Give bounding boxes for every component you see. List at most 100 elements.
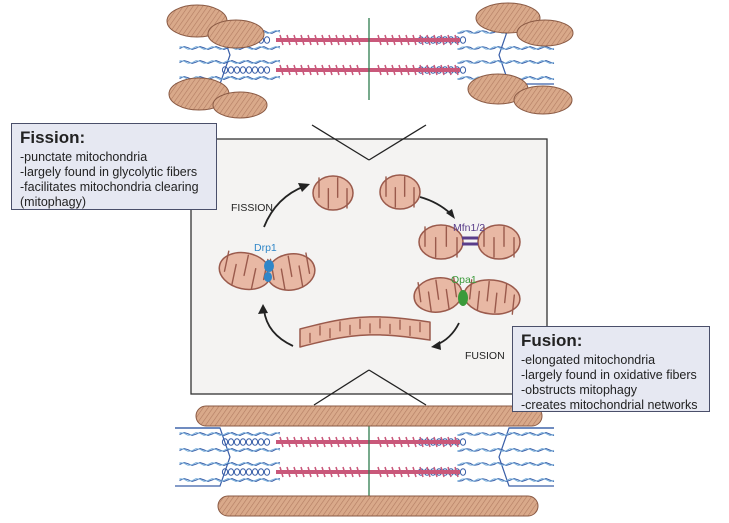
myosin-head [293, 64, 298, 76]
myosin-head [391, 436, 396, 448]
myosin-head [426, 34, 431, 46]
myosin-head [307, 466, 312, 478]
titin-coil [233, 468, 241, 476]
fusion-arrowhead [431, 341, 441, 350]
myosin-head [356, 466, 361, 478]
thin-filament [179, 477, 281, 483]
punctate-mitochondrion [207, 19, 265, 49]
panel-mitochondria [218, 174, 521, 348]
fission-title: Fission: [20, 128, 86, 147]
myosin-head [356, 436, 361, 448]
myosin-head [300, 34, 305, 46]
myosin-head [349, 436, 354, 448]
myosin-head [293, 436, 298, 448]
myosin-head [314, 64, 319, 76]
titin-coil [459, 438, 467, 446]
titin-coil [245, 66, 253, 74]
myosin-head [440, 466, 445, 478]
myosin-head [279, 466, 284, 478]
myosin-head [377, 64, 382, 76]
thin-filament [457, 60, 555, 65]
myosin-head [384, 34, 389, 46]
myosin-head [321, 34, 326, 46]
myosin-head [328, 466, 333, 478]
thin-filament [457, 448, 555, 453]
myosin-head [405, 466, 410, 478]
thin-filament [179, 59, 281, 65]
myosin-head [349, 64, 354, 76]
myosin-head [307, 64, 312, 76]
myosin-head [405, 34, 410, 46]
titin-coil [459, 36, 467, 44]
myosin-head [328, 436, 333, 448]
myosin-head [300, 64, 305, 76]
myosin-head [426, 466, 431, 478]
myosin-head [419, 64, 424, 76]
titin-coil [227, 468, 235, 476]
myosin-head [377, 436, 382, 448]
myosin-head [328, 64, 333, 76]
myosin-head [342, 34, 347, 46]
thin-filament [179, 59, 281, 65]
myosin-head [293, 34, 298, 46]
myosin-head [426, 64, 431, 76]
mitochondrion [266, 252, 316, 291]
myosin-head [447, 436, 452, 448]
myosin-head [335, 64, 340, 76]
myosin-head [279, 436, 284, 448]
return-arrowhead [258, 304, 268, 314]
return-arrow [263, 309, 294, 347]
drp1-marker [264, 260, 274, 282]
myosin-head [391, 34, 396, 46]
titin-coil [227, 66, 235, 74]
elongated-mitochondrion [217, 495, 539, 517]
myosin-head [398, 34, 403, 46]
opa1-marker [458, 290, 468, 306]
thin-filament [179, 461, 281, 467]
myosin-head [349, 466, 354, 478]
titin-coil [263, 66, 271, 74]
thin-filament [179, 447, 281, 453]
titin-coil [257, 468, 265, 476]
myosin-head [342, 64, 347, 76]
arrow-head [446, 209, 455, 219]
fusion-line: -largely found in oxidative fibers [521, 368, 697, 382]
myosin-head [454, 436, 459, 448]
myosin-head [314, 466, 319, 478]
mfn-marker [462, 236, 478, 246]
myosin-head [307, 34, 312, 46]
myosin-head [321, 436, 326, 448]
thin-filament [457, 46, 555, 51]
myosin-head [321, 64, 326, 76]
mitochondrion [413, 276, 463, 313]
opa1-label: Opa1 [451, 274, 477, 286]
titin-coil [263, 438, 271, 446]
punctate-mitochondrion [212, 91, 268, 119]
titin-coil [239, 66, 247, 74]
fission-line: -punctate mitochondria [20, 150, 148, 164]
myosin-head [447, 64, 452, 76]
titin-coil [257, 438, 265, 446]
myosin-head [321, 466, 326, 478]
thin-filament [179, 431, 281, 437]
myosin-head [286, 64, 291, 76]
myosin-head [286, 34, 291, 46]
titin-coil [263, 36, 271, 44]
thin-filament [179, 461, 281, 467]
myosin-head [279, 34, 284, 46]
myosin-head [412, 34, 417, 46]
myosin-head [286, 466, 291, 478]
thin-filament [457, 432, 555, 437]
myosin-head [398, 64, 403, 76]
myosin-head [300, 466, 305, 478]
myosin-head [433, 64, 438, 76]
fusion-line: -obstructs mitophagy [521, 383, 638, 397]
titin-coil [239, 438, 247, 446]
titin-coil [233, 438, 241, 446]
myosin-head [342, 436, 347, 448]
myosin-head [433, 436, 438, 448]
drp1-label: Drp1 [254, 242, 277, 254]
myosin-head [440, 64, 445, 76]
myosin-head [314, 436, 319, 448]
